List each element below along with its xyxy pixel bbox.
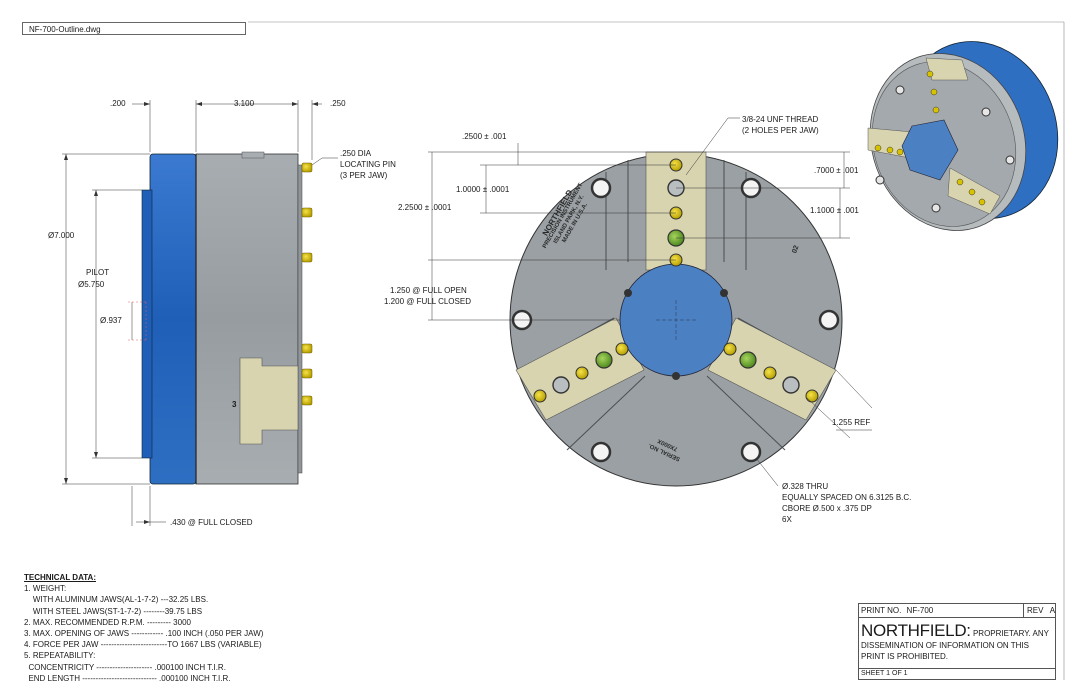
closed-note-label: .430 @ FULL CLOSED: [170, 518, 253, 527]
dim-2500-label: .2500 ± .001: [462, 132, 507, 141]
front-view: [428, 117, 873, 487]
ref-1255-label: 1.255 REF: [832, 418, 871, 427]
hole-note-line2: EQUALLY SPACED ON 6.3125 B.C.: [782, 493, 912, 502]
open-note-line2: 1.200 @ FULL CLOSED: [384, 297, 471, 306]
dim-7000-label: .7000 ± .001: [814, 166, 859, 175]
side-view: [62, 100, 338, 526]
thread-note-line1: 3/8-24 UNF THREAD: [742, 115, 819, 124]
rev-value: A: [1049, 606, 1056, 615]
notice-line2: DISSEMINATION OF INFORMATION ON THIS: [861, 641, 1030, 650]
pin-note-line3: (3 PER JAW): [340, 171, 388, 180]
pin-note-line2: LOCATING PIN: [340, 160, 396, 169]
thread-note-line2: (2 HOLES PER JAW): [742, 126, 819, 135]
tech-line: 3. MAX. OPENING OF JAWS ------------ .10…: [24, 629, 264, 639]
dim-11000-label: 1.1000 ± .001: [810, 206, 859, 215]
technical-data: TECHNICAL DATA: 1. WEIGHT: WITH ALUMINUM…: [24, 572, 263, 684]
tech-heading: TECHNICAL DATA:: [24, 573, 96, 582]
tech-line: WITH ALUMINUM JAWS(AL-1-7-2) ---32.25 LB…: [24, 595, 209, 605]
jaw-right-features: [723, 342, 819, 403]
jaw-left-features: [533, 342, 629, 403]
locating-pins: [301, 162, 313, 406]
hole-note-line1: Ø.328 THRU: [782, 482, 829, 491]
print-no-value: NF-700: [906, 606, 934, 615]
dia-7000-label: Ø7.000: [48, 231, 75, 240]
company-name: NORTHFIELD:: [861, 621, 971, 640]
pilot-dia-label: Ø5.750: [78, 280, 105, 289]
title-block: PRINT NO. NF-700 REV A NORTHFIELD: PROPR…: [858, 603, 1056, 680]
rev-label: REV: [1027, 606, 1044, 615]
side-jaw: [239, 357, 299, 445]
tech-line: END LENGTH ---------------------------- …: [24, 673, 231, 683]
notice-line1: PROPRIETARY. ANY: [972, 629, 1049, 638]
dim-200-label: .200: [110, 99, 126, 108]
tech-line: WITH STEEL JAWS(ST-1-7-2) --------39.75 …: [24, 606, 203, 616]
pilot-label: PILOT: [86, 268, 110, 277]
file-name-tab: NF-700-Outline.dwg: [22, 22, 246, 35]
dim-3100-label: 3.100: [234, 99, 255, 108]
notice-line3: PRINT IS PROHIBITED.: [861, 652, 948, 661]
tech-line: 4. FORCE PER JAW -----------------------…: [24, 640, 262, 650]
hole-note-line4: 6X: [782, 515, 792, 524]
tech-line: 1. WEIGHT:: [24, 584, 67, 594]
tech-line: 5. REPEATABILITY:: [24, 651, 96, 661]
print-no-label: PRINT NO.: [861, 606, 902, 615]
isometric-view: [867, 41, 1059, 231]
tech-line: 2. MAX. RECOMMENDED R.P.M. --------- 300…: [24, 617, 191, 627]
dia-937-label: Ø.937: [100, 316, 122, 325]
side-flange-blue: [149, 153, 197, 485]
open-note-line1: 1.250 @ FULL OPEN: [390, 286, 467, 295]
hole-note-line3: CBORE Ø.500 x .375 DP: [782, 504, 872, 513]
side-pilot-step: [141, 189, 153, 459]
pin-note-line1: .250 DIA: [340, 149, 372, 158]
dim-22500-label: 2.2500 ± .0001: [398, 203, 452, 212]
dim-10000-label: 1.0000 ± .0001: [456, 185, 510, 194]
dim-250-label: .250: [330, 99, 346, 108]
tech-line: CONCENTRICITY --------------------- .000…: [24, 662, 226, 672]
jaw-number-label: 3: [232, 400, 237, 409]
sheet-label: SHEET 1 OF 1: [861, 670, 908, 677]
